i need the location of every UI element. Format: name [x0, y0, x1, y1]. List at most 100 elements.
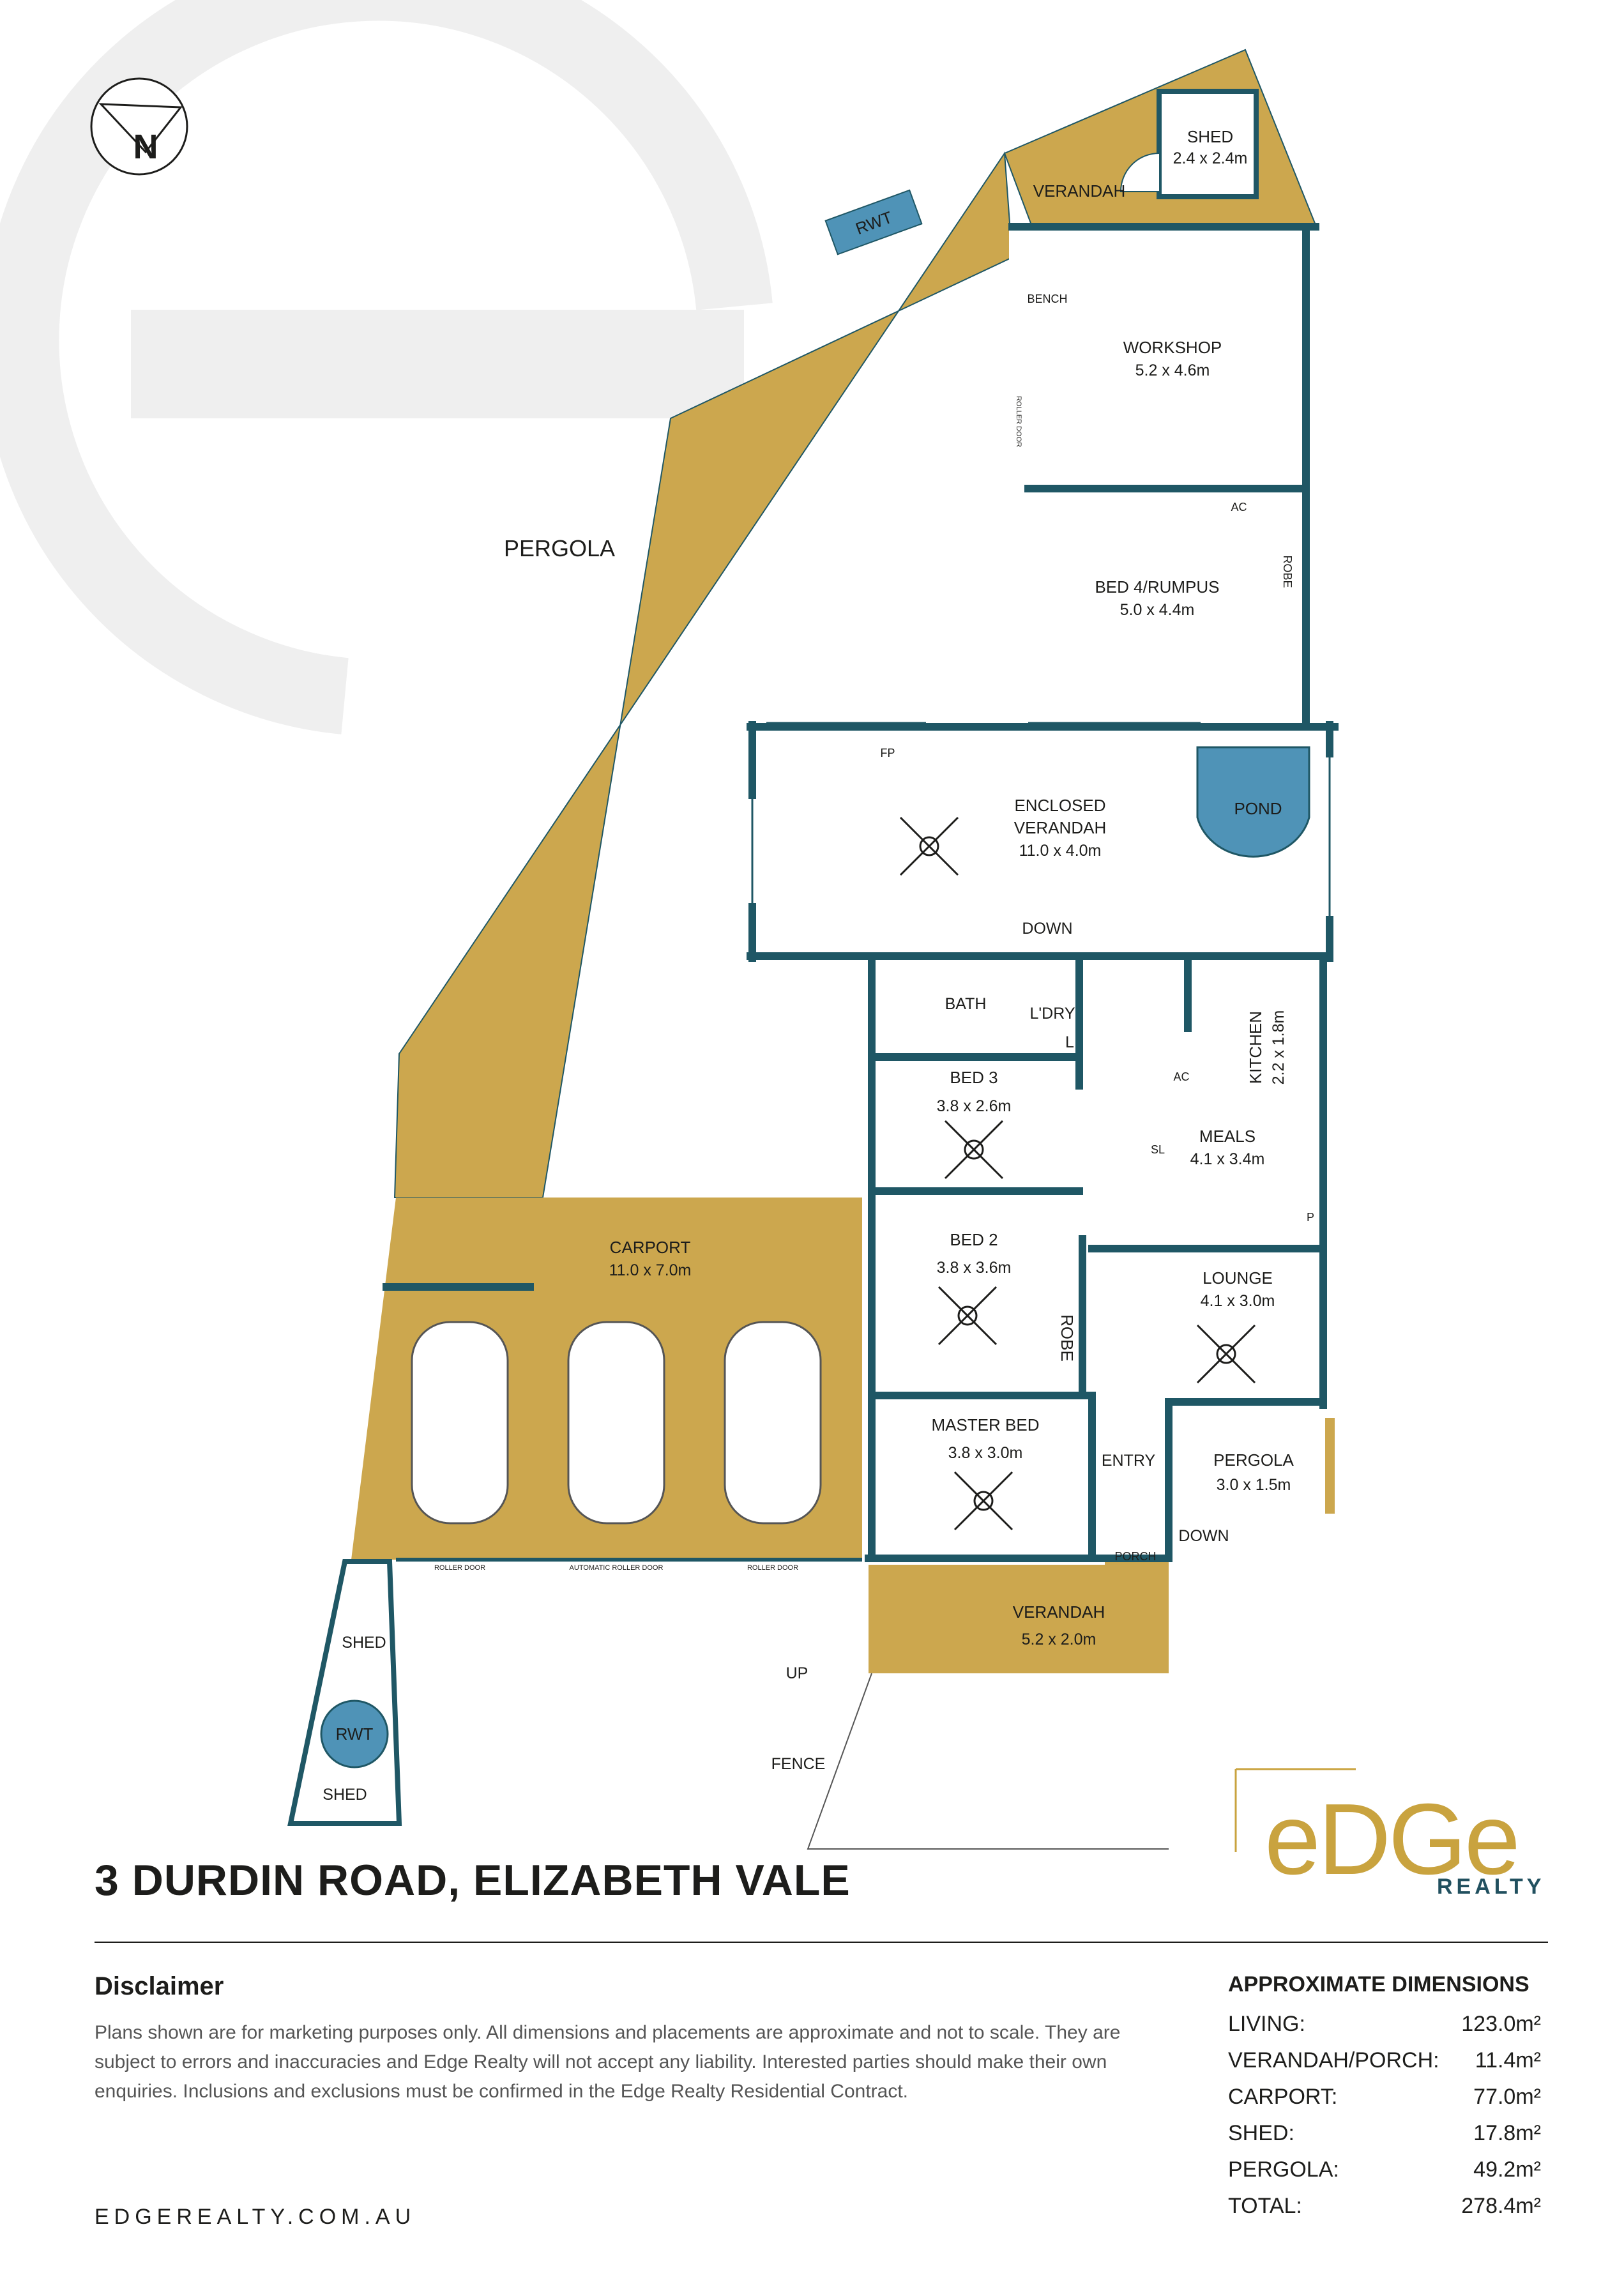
workshop-name: WORKSHOP	[1123, 338, 1222, 357]
dimension-label: SHED:	[1228, 2121, 1294, 2145]
roller-door-2-label: AUTOMATIC ROLLER DOOR	[570, 1564, 664, 1572]
dimension-label: LIVING:	[1228, 2012, 1305, 2036]
approximate-dimensions: APPROXIMATE DIMENSIONS LIVING: 123.0m² VE…	[1228, 1972, 1541, 2224]
cars	[411, 1321, 822, 1525]
pergola-small-dim: 3.0 x 1.5m	[1217, 1476, 1291, 1494]
floor-plan: N SHED 2.4 x 2.4m VERANDAH RWT BENCH ROL…	[0, 0, 1356, 1852]
carport-dim: 11.0 x 7.0m	[609, 1261, 692, 1279]
shed-a-label: SHED	[342, 1634, 386, 1652]
workshop-dim: 5.2 x 4.6m	[1135, 361, 1210, 379]
shed-door	[1119, 153, 1160, 192]
verandah-bottom-area	[869, 1565, 1169, 1673]
down-bottom-label: DOWN	[1178, 1527, 1229, 1545]
shed-top-dim: 2.4 x 2.4m	[1173, 149, 1248, 167]
bed4-name: BED 4/RUMPUS	[1095, 577, 1219, 597]
house-interior	[750, 225, 1325, 1562]
bed3-dim: 3.8 x 2.6m	[937, 1097, 1012, 1115]
brand-logo: eDGe	[1264, 1783, 1521, 1896]
entry-label: ENTRY	[1102, 1452, 1156, 1470]
bench-label: BENCH	[1027, 293, 1067, 305]
robe-bed4-label: ROBE	[1281, 555, 1294, 588]
kitchen-name: KITCHEN	[1246, 1011, 1265, 1084]
kitchen-dim: 2.2 x 1.8m	[1270, 1010, 1287, 1085]
ac-mid-label: AC	[1173, 1070, 1189, 1083]
ceiling-fans	[899, 816, 1256, 1531]
roller-door-1-label: ROLLER DOOR	[434, 1564, 485, 1572]
robe-bed2-label: ROBE	[1058, 1314, 1077, 1362]
property-address: 3 DURDIN ROAD, ELIZABETH VALE	[95, 1856, 851, 1905]
verandah-bottom-name: VERANDAH	[1013, 1602, 1105, 1622]
shed-top	[1157, 89, 1259, 199]
dimension-row: CARPORT: 77.0m²	[1228, 2079, 1541, 2115]
shed-bottom	[287, 1559, 402, 1826]
divider	[95, 1942, 1548, 1943]
car-1	[411, 1321, 509, 1525]
shed-top-name: SHED	[1187, 127, 1233, 146]
master-bed-dim: 3.8 x 3.0m	[948, 1444, 1023, 1462]
room-labels: SHED 2.4 x 2.4m VERANDAH RWT BENCH ROLLE…	[323, 127, 1314, 1804]
pond	[1196, 746, 1310, 858]
roller-door-3-label: ROLLER DOOR	[747, 1564, 798, 1572]
bath-label: BATH	[945, 995, 987, 1013]
rwt-top-tank	[824, 189, 923, 255]
pergola-main-name: PERGOLA	[504, 535, 615, 561]
bed4-dim: 5.0 x 4.4m	[1120, 601, 1195, 619]
dimension-label: PERGOLA:	[1228, 2157, 1339, 2182]
dimension-value: 123.0m²	[1461, 2012, 1541, 2036]
rwt-bottom-label: RWT	[336, 1724, 374, 1744]
disclaimer-text: Plans shown are for marketing purposes o…	[95, 2022, 1121, 2102]
dimension-label: TOTAL:	[1228, 2194, 1302, 2218]
dimension-label: CARPORT:	[1228, 2085, 1338, 2109]
disclaimer-heading: Disclaimer	[95, 1972, 224, 2000]
carport-corner	[351, 1198, 396, 1560]
fence-label: FENCE	[771, 1755, 826, 1773]
dimension-row: VERANDAH/PORCH: 11.4m²	[1228, 2042, 1541, 2079]
master-bed-name: MASTER BED	[931, 1415, 1039, 1434]
up-label: UP	[786, 1664, 808, 1682]
rwt-bottom-tank	[320, 1700, 389, 1768]
dimension-row: TOTAL: 278.4m²	[1228, 2188, 1541, 2224]
carport-name: CARPORT	[610, 1238, 691, 1257]
logo-frame	[1234, 1768, 1356, 1852]
enclosed-verandah-name1: ENCLOSED	[1014, 796, 1105, 815]
north-compass: N	[90, 77, 188, 176]
down-top-label: DOWN	[1022, 920, 1072, 938]
website-url[interactable]: EDGEREALTY.COM.AU	[95, 2205, 416, 2229]
car-2	[567, 1321, 665, 1525]
meals-name: MEALS	[1199, 1127, 1256, 1146]
verandah-bottom-dim: 5.2 x 2.0m	[1022, 1631, 1097, 1648]
dimension-row: LIVING: 123.0m²	[1228, 2006, 1541, 2042]
p-label: P	[1307, 1211, 1314, 1224]
porch-label: PORCH	[1114, 1550, 1156, 1563]
dimension-label: VERANDAH/PORCH:	[1228, 2048, 1439, 2072]
dimension-row: PERGOLA: 49.2m²	[1228, 2152, 1541, 2188]
bed2-name: BED 2	[950, 1230, 998, 1249]
fence	[807, 1673, 1169, 1850]
dimensions-heading: APPROXIMATE DIMENSIONS	[1228, 1972, 1529, 1996]
dimension-value: 278.4m²	[1461, 2194, 1541, 2218]
l-label: L	[1065, 1033, 1074, 1051]
pergola-small-name: PERGOLA	[1213, 1450, 1294, 1470]
dimension-value: 11.4m²	[1475, 2048, 1541, 2072]
north-label: N	[133, 128, 158, 166]
pond-name: POND	[1234, 799, 1282, 818]
fp-label: FP	[880, 747, 895, 759]
enclosed-verandah-name2: VERANDAH	[1014, 818, 1106, 837]
dimension-value: 77.0m²	[1473, 2085, 1541, 2109]
bed3-name: BED 3	[950, 1068, 998, 1087]
sl-label: SL	[1151, 1143, 1165, 1156]
windows	[751, 225, 1331, 1560]
car-3	[724, 1321, 822, 1525]
lounge-name: LOUNGE	[1203, 1268, 1273, 1288]
roller-door-label: ROLLER DOOR	[1015, 396, 1022, 447]
brand-logo-subtitle: REALTY	[1437, 1875, 1545, 1899]
bed2-dim: 3.8 x 3.6m	[937, 1259, 1012, 1277]
dimension-value: 17.8m²	[1473, 2121, 1541, 2145]
meals-dim: 4.1 x 3.4m	[1190, 1150, 1265, 1168]
dimension-value: 49.2m²	[1473, 2157, 1541, 2182]
ac-top-label: AC	[1231, 501, 1247, 513]
dimension-row: SHED: 17.8m²	[1228, 2115, 1541, 2152]
shed-b-label: SHED	[323, 1786, 367, 1804]
enclosed-verandah-dim: 11.0 x 4.0m	[1019, 842, 1102, 860]
ldry-label: L'DRY	[1029, 1005, 1075, 1023]
